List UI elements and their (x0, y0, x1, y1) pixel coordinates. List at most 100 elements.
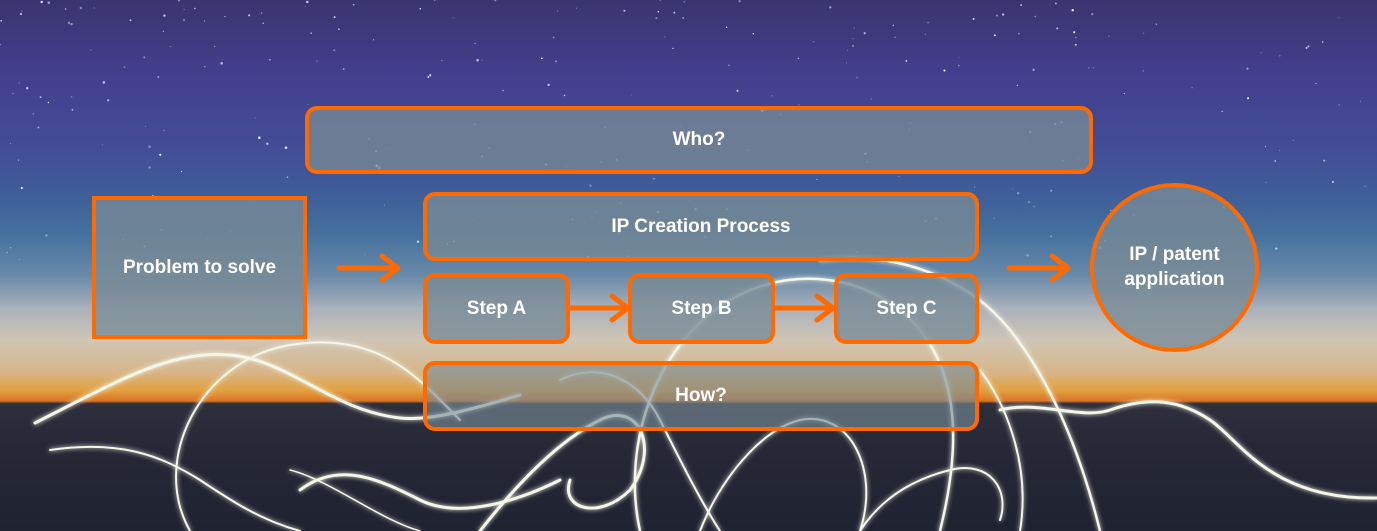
arrow-right-icon (1006, 253, 1071, 283)
star (852, 38, 854, 40)
star (1305, 46, 1308, 49)
star (159, 153, 162, 156)
step-a-box: Step A (423, 273, 570, 344)
star (993, 217, 995, 219)
star (269, 59, 271, 61)
star (502, 89, 504, 92)
star (148, 145, 151, 148)
star (157, 75, 160, 78)
star (45, 234, 48, 237)
star (1321, 41, 1324, 43)
star (664, 36, 666, 38)
star (476, 58, 479, 62)
star (47, 101, 50, 104)
star (1307, 45, 1310, 48)
star (20, 186, 23, 190)
star (1142, 70, 1144, 72)
star (474, 42, 476, 45)
star (655, 17, 658, 20)
star (752, 33, 754, 35)
star (1050, 189, 1053, 192)
star (1191, 87, 1193, 89)
star (162, 30, 164, 32)
star (123, 66, 126, 68)
star (673, 11, 676, 14)
star (1071, 8, 1074, 12)
star (316, 60, 318, 62)
step-a-label: Step A (466, 297, 527, 319)
star (169, 46, 171, 48)
star (870, 98, 872, 100)
star (214, 45, 216, 47)
star (1075, 36, 1077, 39)
star (260, 12, 263, 14)
star (1108, 35, 1110, 37)
star (829, 6, 832, 9)
star (203, 20, 205, 22)
star (180, 170, 183, 173)
star (306, 0, 309, 4)
star (652, 177, 655, 180)
star (352, 3, 355, 6)
problem-label: Problem to solve (122, 256, 277, 278)
star (1275, 247, 1278, 250)
who-label: Who? (672, 129, 726, 150)
star (1247, 97, 1250, 100)
star (364, 253, 365, 255)
star (892, 24, 894, 26)
star (1323, 159, 1326, 162)
star (557, 10, 559, 12)
star (958, 57, 960, 58)
star (144, 126, 146, 128)
star (924, 33, 926, 35)
star (589, 184, 592, 187)
star (816, 178, 818, 181)
star (1292, 139, 1294, 141)
star (286, 176, 289, 178)
star (1016, 84, 1019, 87)
star (64, 8, 67, 10)
star (813, 41, 815, 43)
star (905, 59, 908, 62)
star (927, 22, 929, 24)
star (163, 14, 166, 17)
step-b-label: Step B (671, 297, 732, 319)
star (1359, 100, 1361, 102)
star (333, 49, 336, 52)
star (247, 14, 251, 17)
star (995, 14, 998, 17)
star (194, 7, 196, 10)
star (993, 34, 996, 37)
star (1279, 54, 1281, 57)
star (728, 64, 730, 66)
star (6, 251, 8, 253)
star (304, 5, 306, 7)
star (1027, 201, 1030, 204)
star (9, 246, 12, 249)
process-title-box: IP Creation Process (423, 192, 979, 261)
star (1074, 43, 1077, 46)
star (683, 0, 686, 3)
star (547, 83, 550, 87)
star (1018, 33, 1020, 35)
star (631, 94, 632, 96)
star (262, 22, 264, 24)
star (1315, 82, 1317, 85)
star (672, 47, 674, 50)
star (1055, 2, 1057, 5)
star (71, 96, 73, 98)
star (1020, 4, 1022, 6)
star (1034, 15, 1036, 18)
star (771, 95, 773, 97)
star (204, 65, 206, 68)
star (148, 166, 151, 169)
star (1088, 67, 1090, 69)
star (40, 0, 43, 4)
star (343, 68, 345, 70)
star (67, 21, 71, 25)
output-line-2: application (1124, 268, 1225, 290)
output-circle: IP / patent application (1090, 183, 1259, 352)
star (143, 56, 146, 59)
star (416, 240, 420, 243)
star (434, 0, 436, 1)
